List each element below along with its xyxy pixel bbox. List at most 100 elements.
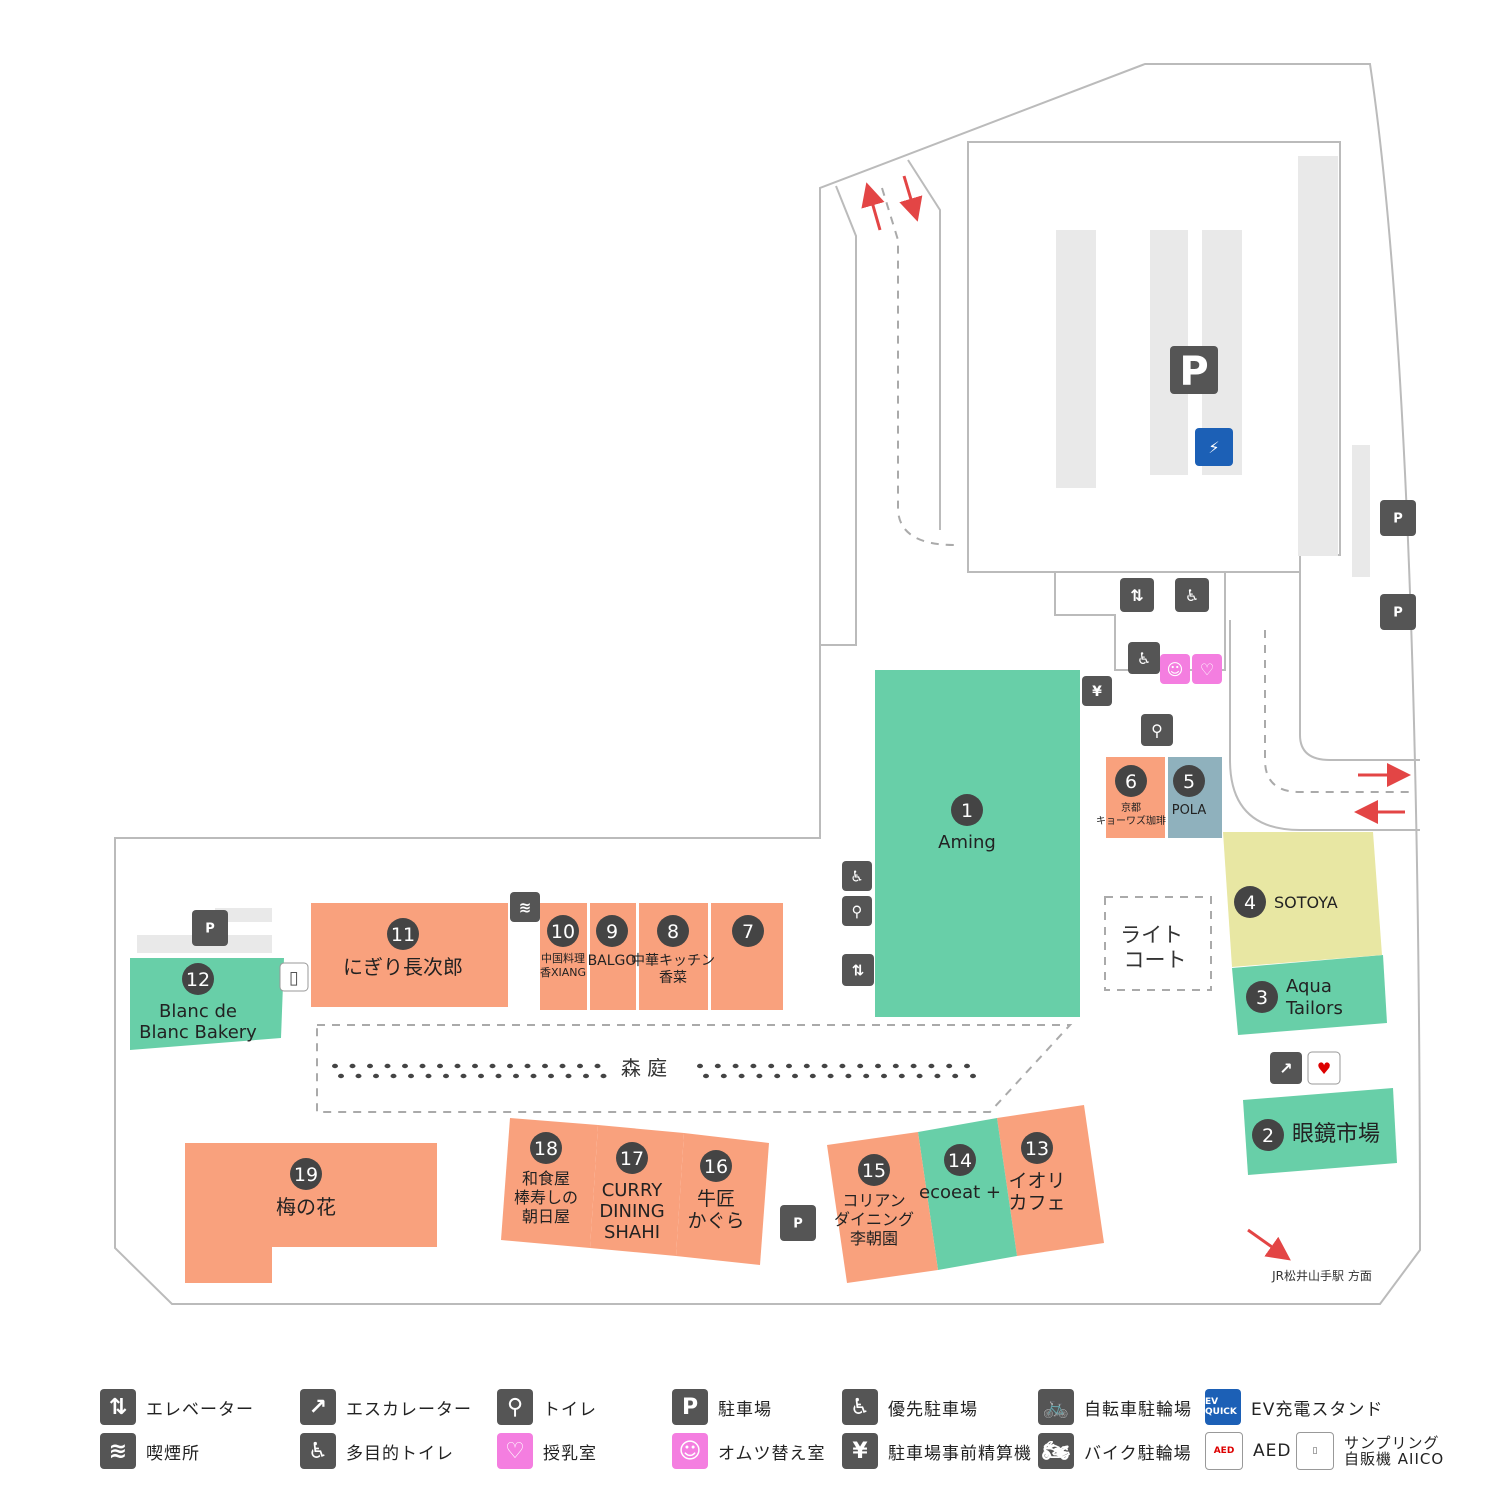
legend-label: エスカレーター xyxy=(346,1399,472,1420)
store-16-shape[interactable] xyxy=(676,1133,769,1265)
legend-payment: ¥駐車場事前精算機 xyxy=(842,1433,1032,1469)
accessible-toilet-icon-glyph: ♿ xyxy=(1137,649,1151,668)
smoking-icon: ≋ xyxy=(100,1433,136,1469)
store-number-badge xyxy=(944,1144,976,1176)
store-number-badge xyxy=(616,1142,648,1174)
store-name: ecoeat + xyxy=(919,1182,1001,1203)
footprint xyxy=(402,1063,408,1069)
parking-payment-icon xyxy=(1082,676,1112,706)
legend-label: サンプリング 自販機 AIICO xyxy=(1344,1434,1445,1468)
store-number: 16 xyxy=(704,1156,728,1178)
legend-label: EV充電スタンド xyxy=(1251,1399,1384,1420)
smoking-icon xyxy=(510,892,540,922)
accessible-toilet-icon xyxy=(842,861,872,891)
store-3-shape[interactable] xyxy=(1232,955,1387,1035)
bicycle-parking-icon xyxy=(192,910,228,946)
motorbike-parking-icon-glyph: P xyxy=(1393,512,1403,527)
nursing-room-icon xyxy=(1192,654,1222,684)
priority-parking-icon: ♿ xyxy=(842,1389,878,1425)
store-19-shape[interactable] xyxy=(185,1143,437,1283)
restroom-icon: ⚲ xyxy=(497,1389,533,1425)
store-number-badge xyxy=(387,918,419,950)
store-number-badge xyxy=(596,915,628,947)
store-14[interactable]: 14 ecoeat + xyxy=(919,1144,1001,1203)
footprint xyxy=(384,1063,391,1069)
parking-payment-icon-glyph: ¥ xyxy=(1092,684,1102,700)
footprint xyxy=(714,1063,721,1069)
footprint xyxy=(367,1063,373,1069)
vending-machine-icon-glyph: ▯ xyxy=(289,967,299,988)
legend-label: オムツ替え室 xyxy=(718,1443,826,1464)
footprint xyxy=(513,1073,519,1079)
ev-charger-icon: EV QUICK xyxy=(1205,1389,1241,1425)
store-11-shape[interactable] xyxy=(311,903,508,1007)
store-number-badge xyxy=(732,915,764,947)
footprint xyxy=(827,1073,834,1079)
store-number-badge xyxy=(1246,981,1278,1013)
parking-icon xyxy=(1170,346,1218,394)
footprint xyxy=(898,1073,905,1079)
store-1-shape[interactable] xyxy=(875,670,1080,1017)
smoking-icon-glyph: ≋ xyxy=(519,898,532,916)
store-name: コリアンダイニング李朝園 xyxy=(834,1191,914,1248)
store-4-shape[interactable] xyxy=(1223,832,1382,967)
footprint xyxy=(489,1063,496,1069)
store-name: 中国料理香XIANG xyxy=(540,951,586,979)
footprint xyxy=(349,1063,356,1069)
footprint xyxy=(792,1073,798,1079)
footprint xyxy=(559,1063,566,1069)
legend-label: トイレ xyxy=(543,1399,597,1420)
footprint xyxy=(875,1063,881,1069)
escalator-icon-glyph: ↗ xyxy=(1279,1059,1292,1078)
store-14-shape[interactable] xyxy=(918,1118,1017,1270)
store-15-shape[interactable] xyxy=(827,1132,938,1283)
footprint xyxy=(390,1073,397,1079)
footprint xyxy=(460,1073,467,1079)
footprint xyxy=(738,1073,745,1079)
store-17-shape[interactable] xyxy=(590,1125,684,1256)
store-18-shape[interactable] xyxy=(501,1118,598,1248)
footprint xyxy=(577,1063,583,1069)
store-7[interactable]: 7 xyxy=(732,915,764,947)
footprint xyxy=(507,1063,513,1069)
store-number: 11 xyxy=(391,924,415,946)
store-number-badge xyxy=(951,794,983,826)
legend-nursing: ♡授乳室 xyxy=(497,1433,597,1469)
legend-priority-parking: ♿優先駐車場 xyxy=(842,1389,978,1425)
map-icons: P⚡PP⇅♿♿☺♡¥⚲♿⚲⇅≋P▯↗♥P xyxy=(192,346,1416,1241)
store-2-shape[interactable] xyxy=(1243,1088,1397,1175)
store-name: Aming xyxy=(938,832,996,853)
store-7-shape[interactable] xyxy=(711,903,783,1010)
store-number-badge xyxy=(1252,1119,1284,1151)
store-8-shape[interactable] xyxy=(639,903,709,1010)
footprint xyxy=(600,1073,607,1079)
priority-parking-icon xyxy=(1175,578,1209,612)
restroom-icon-glyph: ⚲ xyxy=(1151,721,1163,740)
footprint xyxy=(594,1063,601,1069)
store-number: 13 xyxy=(1025,1138,1049,1160)
store-number: 14 xyxy=(948,1150,972,1172)
elevator-icon xyxy=(1120,578,1154,612)
store-number-badge xyxy=(530,1132,562,1164)
store-12-shape[interactable] xyxy=(130,958,284,1050)
elevator-icon-glyph: ⇅ xyxy=(852,961,865,979)
